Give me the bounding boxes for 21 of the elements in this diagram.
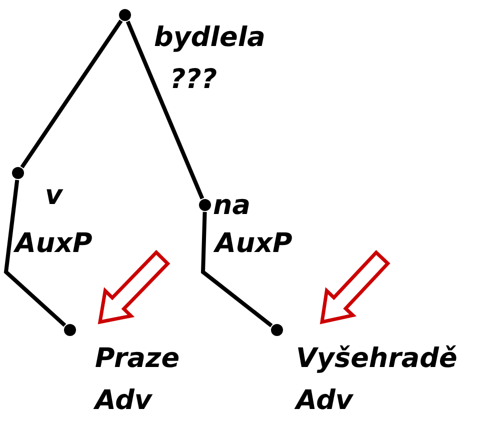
tree-edge [4,180,66,327]
function-label: AuxP [215,228,292,260]
function-label: Adv [95,385,152,417]
tree-edge [200,212,273,328]
word-label: Vyšehradě [296,343,458,375]
tree-node-dot [271,324,283,336]
function-label: AuxP [15,228,92,260]
hollow-arrow [98,250,170,324]
tree-node-dot [119,9,131,21]
hollow-arrow [320,250,390,324]
function-label: Adv [296,385,353,417]
function-label: ??? [170,64,217,96]
word-label: Praze [95,343,180,375]
word-label: v [45,180,63,212]
word-label: bydlela [154,22,266,54]
tree-edge [20,20,123,168]
tree-node-dot [12,167,24,179]
tree-edge [126,20,204,200]
tree-node-dot [199,199,211,211]
tree-node-dot [64,324,76,336]
word-label: na [213,190,250,222]
